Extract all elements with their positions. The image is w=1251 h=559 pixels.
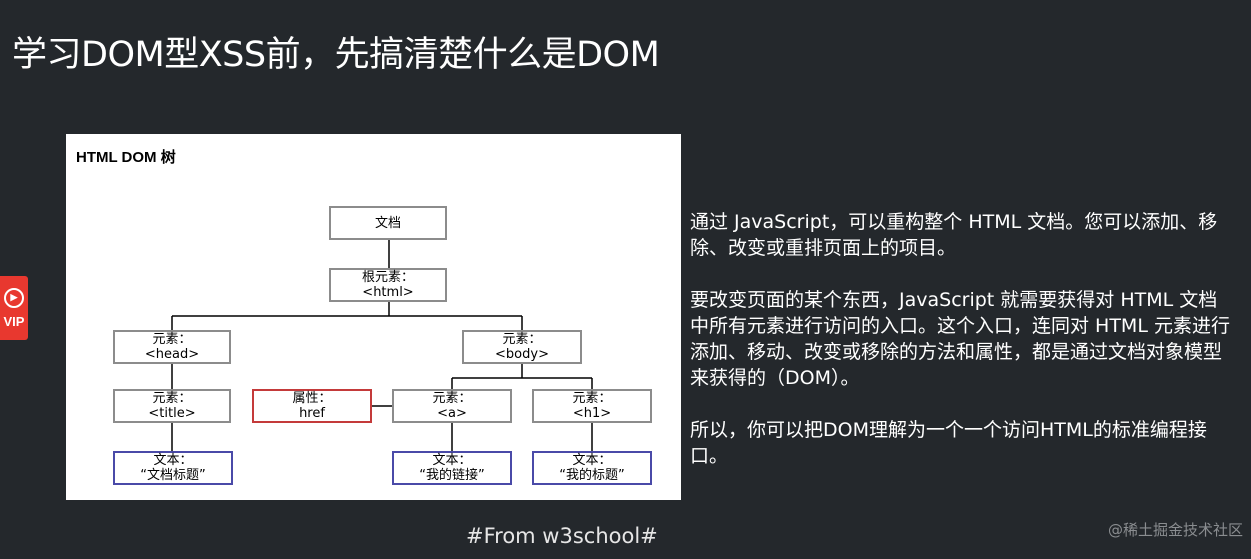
node-head: 元素： <head> xyxy=(113,330,231,364)
node-href-attribute: 属性： href xyxy=(252,389,372,423)
node-h1-line1: 元素： xyxy=(572,391,612,406)
node-head-line2: <head> xyxy=(144,347,200,362)
description-paragraph-2: 要改变页面的某个东西，JavaScript 就需要获得对 HTML 文档中所有元… xyxy=(690,289,1230,389)
node-a-text-line2: “我的链接” xyxy=(419,468,485,483)
node-h1-text-line2: “我的标题” xyxy=(559,468,625,483)
node-h1-text-line1: 文本： xyxy=(572,453,612,468)
watermark: @稀土掘金技术社区 xyxy=(1107,521,1243,539)
description-paragraph-3: 所以，你可以把DOM理解为一个一个访问HTML的标准编程接口。 xyxy=(690,419,1207,467)
node-body: 元素： <body> xyxy=(462,330,582,364)
node-h1: 元素： <h1> xyxy=(532,389,652,423)
node-a-text: 文本： “我的链接” xyxy=(392,451,512,485)
node-a-text-line1: 文本： xyxy=(432,453,472,468)
node-html: 根元素： <html> xyxy=(329,268,447,302)
description-paragraph-1: 通过 JavaScript，可以重构整个 HTML 文档。您可以添加、移除、改变… xyxy=(690,211,1218,259)
node-html-line1: 根元素： xyxy=(361,270,414,285)
vip-badge[interactable]: ▶ VIP xyxy=(0,276,28,340)
node-title: 元素： <title> xyxy=(113,389,231,423)
node-href-line2: href xyxy=(299,406,325,421)
node-title-line2: <title> xyxy=(148,406,196,421)
node-document: 文档 xyxy=(329,206,447,240)
node-a-line2: <a> xyxy=(437,406,467,421)
description-text: 通过 JavaScript，可以重构整个 HTML 文档。您可以添加、移除、改变… xyxy=(690,209,1230,495)
source-note: #From w3school# xyxy=(466,524,658,548)
node-body-line1: 元素： xyxy=(502,332,542,347)
node-body-line2: <body> xyxy=(495,347,549,362)
node-h1-text: 文本： “我的标题” xyxy=(532,451,652,485)
node-html-line2: <html> xyxy=(362,285,414,300)
play-icon: ▶ xyxy=(4,287,24,308)
node-title-text-line1: 文本： xyxy=(153,453,193,468)
diagram-heading: HTML DOM 树 xyxy=(76,149,176,166)
node-title-line1: 元素： xyxy=(152,391,192,406)
node-head-line1: 元素： xyxy=(152,332,192,347)
node-a: 元素： <a> xyxy=(392,389,512,423)
slide-title: 学习DOM型XSS前，先搞清楚什么是DOM xyxy=(12,35,660,75)
tree-connectors xyxy=(171,240,593,451)
node-a-line1: 元素： xyxy=(432,391,472,406)
node-title-text: 文本： “文档标题” xyxy=(113,451,233,485)
node-title-text-line2: “文档标题” xyxy=(140,468,206,483)
dom-tree-diagram: HTML DOM 树 文档 根元素： <html> 元素： <head> 元素 xyxy=(66,134,681,500)
node-h1-line2: <h1> xyxy=(572,406,612,421)
vip-badge-label: VIP xyxy=(3,313,25,329)
node-href-line1: 属性： xyxy=(292,391,332,406)
node-document-label: 文档 xyxy=(374,215,401,231)
